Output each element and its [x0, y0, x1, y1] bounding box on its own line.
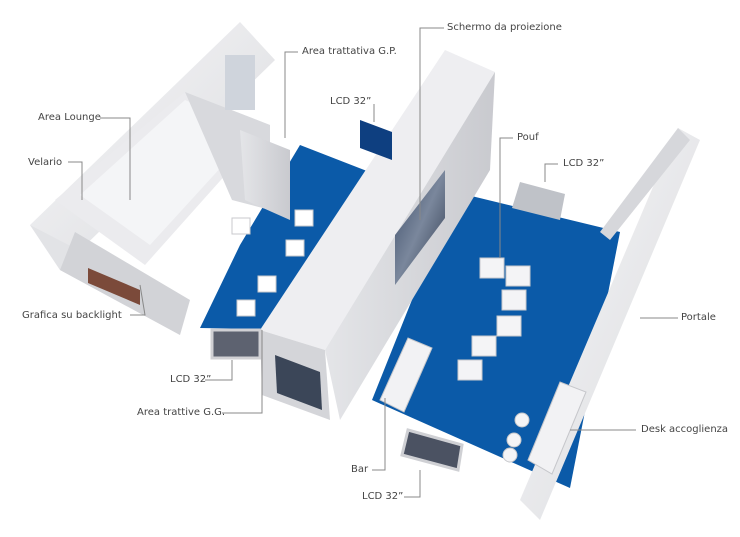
- label-area-gp: Area trattativa G.P.: [302, 46, 397, 57]
- lcd-right-panel: [512, 182, 565, 220]
- bar-counter: [379, 337, 433, 413]
- label-pouf: Pouf: [517, 132, 539, 143]
- pouf-5: [471, 335, 497, 357]
- projection-screen: [395, 170, 445, 285]
- label-schermo: Schermo da proiezione: [447, 22, 562, 33]
- leader-velario: [68, 161, 83, 200]
- round-table-2: [506, 432, 522, 448]
- chair-4: [257, 275, 277, 293]
- chair-5: [236, 299, 256, 317]
- leader-bar: [372, 398, 386, 471]
- leader-area-lounge: [100, 117, 131, 200]
- chair-3: [231, 217, 251, 235]
- lcd-bottom-panel: [400, 428, 464, 472]
- central-wall-top: [260, 50, 495, 350]
- leader-pouf: [499, 137, 513, 258]
- label-grafica: Grafica su backlight: [22, 310, 122, 321]
- pouf-6: [457, 359, 483, 381]
- pouf-4: [496, 315, 522, 337]
- leader-lcd-bottom: [404, 470, 421, 498]
- leader-area-gg: [222, 330, 263, 414]
- label-portale: Portale: [681, 312, 716, 323]
- leader-lcd-left: [205, 360, 233, 381]
- label-area-gg: Area trattive G.G.: [137, 407, 226, 418]
- lcd-top-panel: [360, 120, 392, 160]
- portale-side: [600, 128, 690, 240]
- label-desk: Desk accoglienza: [641, 424, 729, 435]
- pouf-3: [501, 289, 527, 311]
- chair-2: [285, 239, 305, 257]
- partition-wall: [240, 130, 290, 220]
- leader-lines: [68, 27, 678, 498]
- label-lcd-top: LCD 32”: [330, 96, 372, 107]
- leader-area-gp: [284, 51, 298, 138]
- lounge-side-wall: [60, 232, 190, 335]
- label-lcd-left: LCD 32”: [170, 374, 212, 385]
- label-lcd-right: LCD 32”: [563, 158, 605, 169]
- chair-1: [294, 209, 314, 227]
- lcd-left-panel: [210, 328, 262, 360]
- pouf-1: [479, 257, 505, 279]
- pouf-2: [505, 265, 531, 287]
- lounge-graphic-panel: [225, 55, 255, 110]
- central-wall-grille: [275, 355, 322, 410]
- backlight-graphic: [88, 268, 140, 305]
- label-area-lounge: Area Lounge: [38, 112, 101, 123]
- round-table-3: [502, 447, 518, 463]
- leader-lcd-right: [544, 163, 558, 182]
- label-bar: Bar: [351, 464, 369, 475]
- desk-counter: [527, 381, 587, 475]
- leader-schermo: [419, 27, 444, 220]
- round-table-1: [514, 412, 530, 428]
- leader-grafica: [130, 284, 146, 316]
- label-velario: Velario: [28, 157, 63, 168]
- label-lcd-bottom: LCD 32”: [362, 491, 404, 502]
